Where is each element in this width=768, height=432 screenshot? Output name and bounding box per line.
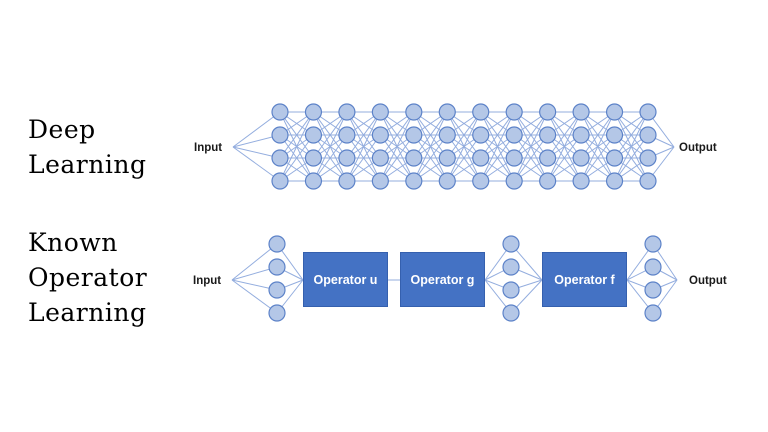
- node: [371, 172, 389, 190]
- node: [605, 126, 624, 144]
- node: [438, 103, 456, 121]
- node: [472, 126, 490, 144]
- node: [338, 103, 356, 121]
- known-operator-output-label: Output: [689, 275, 727, 287]
- deep-learning-title: Deep Learning: [28, 115, 147, 179]
- node: [438, 149, 456, 167]
- node: [502, 258, 520, 276]
- node: [438, 126, 456, 144]
- node: [405, 126, 423, 144]
- node: [572, 126, 590, 144]
- node: [405, 149, 423, 167]
- node: [502, 304, 520, 322]
- known-operator-input-label: Input: [193, 275, 222, 287]
- deep-learning-output-label: Output: [679, 142, 717, 154]
- operator-f-label: Operator f: [554, 272, 615, 287]
- node: [644, 258, 662, 276]
- node: [505, 103, 523, 121]
- node: [338, 149, 356, 167]
- node: [271, 172, 289, 190]
- node: [472, 172, 490, 190]
- node: [639, 149, 657, 167]
- node: [539, 103, 557, 121]
- node: [371, 149, 389, 167]
- node: [639, 126, 657, 144]
- operator-g-box: Operator g: [400, 252, 485, 307]
- deep-learning-input-label: Input: [194, 142, 223, 154]
- node: [472, 149, 490, 167]
- node: [605, 149, 624, 167]
- node: [405, 103, 423, 121]
- node: [338, 172, 356, 190]
- node: [405, 172, 423, 190]
- node: [268, 235, 286, 253]
- node: [438, 172, 456, 190]
- node: [605, 103, 624, 121]
- network-nodes: [268, 103, 662, 322]
- node: [268, 258, 286, 276]
- node: [271, 149, 289, 167]
- node: [271, 126, 289, 144]
- node: [268, 304, 286, 322]
- node: [572, 149, 590, 167]
- node: [572, 172, 590, 190]
- node: [304, 103, 323, 121]
- node: [338, 126, 356, 144]
- node: [505, 126, 523, 144]
- node: [268, 281, 286, 299]
- known-operator-learning-title: Known Operator Learning: [28, 228, 148, 327]
- node: [505, 149, 523, 167]
- node: [644, 235, 662, 253]
- node: [605, 172, 624, 190]
- node: [639, 172, 657, 190]
- node: [502, 235, 520, 253]
- node: [304, 172, 323, 190]
- node: [572, 103, 590, 121]
- node: [539, 172, 557, 190]
- node: [371, 126, 389, 144]
- operator-u-label: Operator u: [313, 272, 378, 287]
- node: [639, 103, 657, 121]
- operator-f-box: Operator f: [542, 252, 627, 307]
- node: [371, 103, 389, 121]
- node: [271, 103, 289, 121]
- node: [304, 126, 323, 144]
- node: [304, 149, 323, 167]
- node: [502, 281, 520, 299]
- operator-u-box: Operator u: [303, 252, 388, 307]
- node: [505, 172, 523, 190]
- node: [539, 126, 557, 144]
- node: [644, 281, 662, 299]
- node: [539, 149, 557, 167]
- operator-g-label: Operator g: [410, 272, 475, 287]
- node: [472, 103, 490, 121]
- node: [644, 304, 662, 322]
